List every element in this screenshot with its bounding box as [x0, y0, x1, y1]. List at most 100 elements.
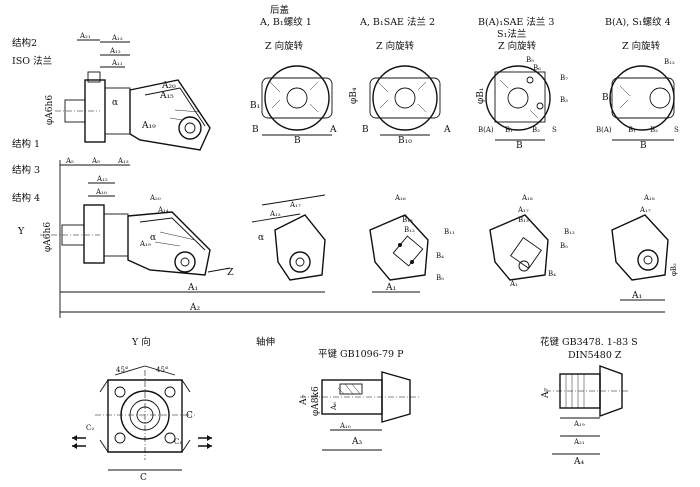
fk-a3: A₃ [351, 437, 362, 447]
iso2-b11: B₁₁ [444, 228, 455, 236]
long-dims: A₁ A₂ [59, 160, 665, 318]
iso1-a12: A₁₂ [269, 210, 281, 218]
iso4-a17: A₁₇ [639, 206, 651, 214]
z-rotation-4: Z 向旋转 [622, 40, 661, 52]
dim-a13-mid: A₁₃ [117, 157, 129, 165]
header-s1-flange: S₁法兰 [497, 28, 526, 40]
ev3-phi-b1: φB₁ [476, 87, 486, 104]
ev1-b1: B₁ [250, 101, 260, 111]
header-thread-4: B(A), S₁螺纹 4 [605, 16, 671, 28]
ev3-b7: B₇ [560, 74, 568, 82]
spline-shaft: A₁₉ A₂₁ A₄ A₇ [541, 365, 630, 467]
shaft-ext-title: 轴伸 [256, 336, 275, 348]
label-struct4: 结构 4 [12, 192, 40, 204]
iso1-a17: A₁₇ [289, 201, 301, 209]
ev3-b1: B₁ [505, 126, 513, 134]
iso-view-4: A₁₈ A₁₇ φB₂ A₁ [611, 194, 678, 301]
dim-a15-top: A₁₅ [159, 91, 174, 101]
dim-a20-top: A₂₀ [161, 81, 176, 91]
y-view-title: Y 向 [131, 336, 151, 348]
iso1-alpha: α [258, 233, 264, 243]
end-view-4: B₁₂ B₁ B(A) B₁ B₂ S B [596, 58, 679, 151]
iso3-b12: B₁₂ [564, 228, 575, 236]
ev1-b: B [294, 136, 301, 146]
ev3-b3: B₃ [560, 96, 568, 104]
bottom-headers: Y 向 轴伸 平键 GB1096-79 P 花键 GB3478. 1-83 S … [131, 336, 638, 361]
ev2-b: B [362, 125, 369, 135]
motor-top-view: α A₁₉ A₂₀ A₁₅ A₂₁ A₁₃ A₁₂ A₁₁ φA6h6 [45, 32, 211, 151]
dim-a19-top: A₁₉ [141, 121, 156, 131]
ev4-s: S [674, 126, 679, 134]
fk-a10: A₁₀ [339, 422, 351, 430]
ev3-b6: B₆ [533, 64, 541, 72]
alpha-top: α [112, 98, 118, 108]
dim-a1-long: A₁ [187, 283, 198, 293]
side-labels: 结构2 ISO 法兰 结构 1 结构 3 结构 4 Y Z [12, 37, 234, 278]
ev1-b-left: B [252, 125, 259, 135]
angle-45-right: 45° [156, 366, 168, 374]
flat-key-title: 平键 GB1096-79 P [318, 348, 404, 360]
ev3-b: B [516, 141, 523, 151]
column-headers: 后盖 A, B₁螺纹 1 A, B₁SAE 法兰 2 B(A)₁SAE 法兰 3… [259, 4, 671, 52]
ev2-a: A [443, 125, 451, 135]
iso2-b13: B₁₃ [402, 216, 413, 224]
sp-a4: A₄ [573, 457, 584, 467]
ev4-ba: B(A) [596, 126, 612, 134]
label-struct2: 结构2 [12, 37, 37, 49]
dim-a10: A₁₀ [95, 188, 107, 196]
ev4-b: B [640, 141, 647, 151]
iso4-a1: A₁ [631, 291, 642, 301]
dim-a2-long: A₂ [189, 303, 200, 313]
dim-a5: A₅ [65, 157, 74, 165]
y-view-flange: 45° 45° C C C₂ C₁ [72, 365, 212, 483]
iso2-b4: B₄ [436, 252, 444, 260]
motor-bottom-view: α A₂₀ A₁₄ A₁₉ φA6h6 [40, 194, 231, 276]
end-view-2: B₁₀ φB₄ B A [349, 65, 451, 146]
ev3-s: S [552, 126, 557, 134]
header-thread-1: A, B₁螺纹 1 [259, 16, 312, 28]
label-y-mark: Y [17, 226, 25, 237]
end-view-3: B₅ B₆ B₇ B₃ φB₁ B(A) B₁ B₂ S B [476, 56, 568, 151]
ev4-b1b: B₁ [628, 126, 636, 134]
dim-a14: A₁₄ [157, 206, 169, 214]
dim-a21: A₂₁ [79, 32, 91, 40]
ev2-b10: B₁₀ [398, 136, 412, 146]
header-sae-2: A, B₁SAE 法兰 2 [359, 16, 435, 28]
dim-a11: A₁₁ [111, 59, 123, 67]
iso2-a16: A₁₆ [394, 194, 406, 202]
ev3-b2: B₂ [532, 126, 540, 134]
ev4-b2: B₂ [650, 126, 658, 134]
iso3-a1: A₁ [509, 280, 518, 288]
iso-view-3: A₁₈ A₁₇ B₁₃ B₁₂ B₅ B₄ A₁ [489, 194, 575, 288]
angle-45-left: 45° [116, 366, 128, 374]
iso-view-1: A₁₇ A₁₂ α [251, 194, 326, 281]
yv-c2: C₂ [86, 424, 94, 432]
label-struct1: 结构 1 [12, 138, 40, 150]
sp-a7: A₇ [541, 388, 551, 399]
iso3-a18: A₁₈ [521, 194, 533, 202]
spline-title-2: DIN5480 Z [568, 350, 622, 361]
fk-a7: A₇ [299, 395, 309, 406]
dim-a9: A₉ [91, 157, 100, 165]
label-z-mark: Z [227, 267, 234, 278]
header-rear-cover: 后盖 [270, 4, 290, 16]
dim-phi-a6h6-bot: φA6h6 [43, 222, 53, 252]
iso3-b13: B₁₃ [518, 216, 529, 224]
iso-view-2: A₁₆ B₁₃ B₁₂ B₁₁ B₄ B₅ A₁ [369, 194, 455, 293]
ev4-b1: B₁ [602, 93, 612, 103]
iso2-b5: B₅ [436, 274, 444, 282]
yv-c: C [140, 473, 147, 483]
z-rotation-2: Z 向旋转 [376, 40, 415, 52]
alpha-bottom: α [150, 233, 156, 243]
flat-key-shaft: A₃ A₁₀ A₇ φA8k6 A₆ [299, 371, 420, 451]
iso2-b12: B₁₂ [404, 226, 415, 234]
sp-a24: A₂₁ [573, 438, 585, 446]
fk-phi-a8k6: φA8k6 [311, 386, 321, 416]
ev4-b12: B₁₂ [664, 58, 675, 66]
iso4-phi-b2: φB₂ [670, 263, 678, 276]
ev2-phi-b4: φB₄ [349, 87, 359, 104]
header-sae-3: B(A)₁SAE 法兰 3 [478, 16, 554, 28]
dim-a20-bot: A₂₀ [149, 194, 161, 202]
ev3-ba: B(A) [478, 126, 494, 134]
